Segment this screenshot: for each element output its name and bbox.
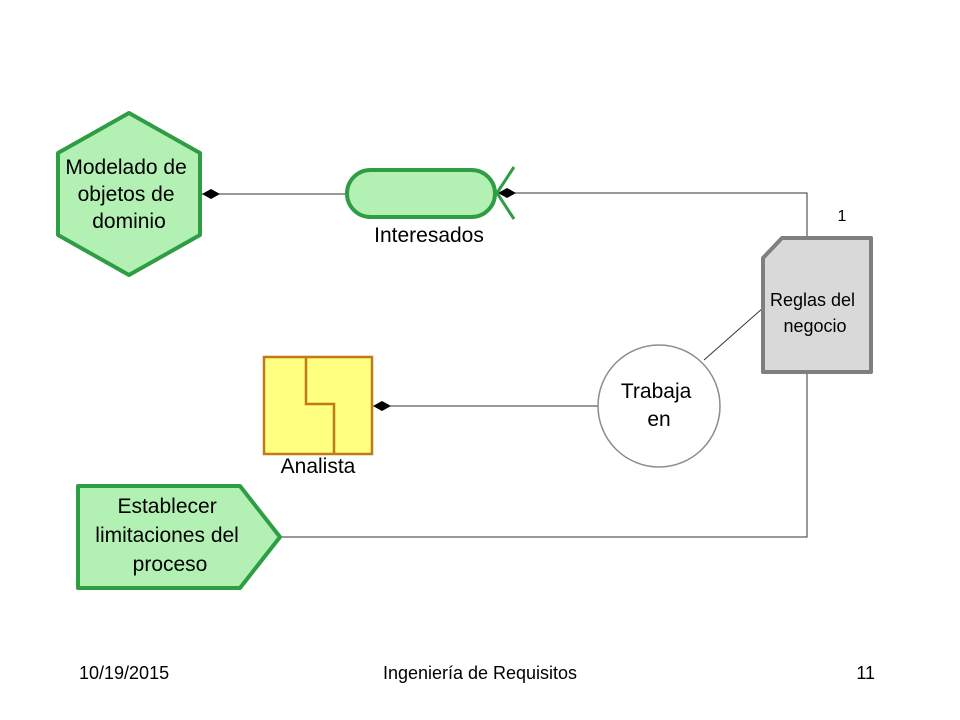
works-in-circle [597, 344, 721, 468]
diamond-marker-stakeholders [498, 188, 516, 198]
business-rules-multiplicity: 1 [838, 208, 847, 225]
domain-modeling-line-2: objetos de [78, 183, 175, 206]
business-rules-shape [761, 236, 873, 374]
stakeholders-crowfoot [495, 166, 516, 220]
stakeholders-node[interactable]: Interesados [345, 166, 516, 247]
connectors [202, 192, 808, 538]
business-rules-node[interactable]: 1 Reglas del negocio [761, 208, 873, 374]
connector-stakeholders-rules [496, 192, 808, 238]
process-constraints-label: Establecer limitaciones del proceso [95, 495, 244, 576]
domain-modeling-node[interactable]: Modelado de objetos de dominio [56, 111, 202, 277]
process-constraints-line-2: limitaciones del [95, 524, 239, 547]
footer-page-number: 11 [856, 663, 875, 683]
process-constraints-line-3: proceso [133, 553, 208, 576]
process-constraints-line-1: Establecer [117, 495, 216, 518]
analyst-node[interactable]: Analista [262, 355, 374, 478]
stakeholders-label: Interesados [374, 224, 484, 247]
business-rules-line-2: negocio [783, 316, 846, 336]
domain-modeling-line-1: Modelado de [65, 156, 186, 179]
stakeholders-pill [345, 168, 497, 219]
analyst-inner-shape [304, 357, 336, 454]
works-in-line-1: Trabaja [621, 380, 692, 403]
works-in-line-2: en [647, 408, 670, 431]
process-constraints-node[interactable]: Establecer limitaciones del proceso [76, 484, 282, 590]
connector-works-in-rules [703, 307, 764, 361]
footer-title: Ingeniería de Requisitos [382, 663, 578, 683]
diamond-marker-analyst [373, 401, 391, 411]
works-in-node[interactable]: Trabaja en [597, 344, 721, 468]
analyst-label: Analista [281, 455, 356, 478]
connector-rules-constraints [282, 373, 808, 538]
domain-modeling-line-3: dominio [92, 210, 166, 233]
diamond-marker-domain [202, 189, 220, 199]
domain-modeling-hexagon [56, 111, 202, 277]
business-rules-label: Reglas del negocio [770, 290, 860, 336]
footer-date: 10/19/2015 [79, 663, 170, 683]
analyst-box [262, 355, 374, 456]
works-in-label: Trabaja en [621, 380, 697, 431]
process-constraints-shape [76, 484, 282, 590]
business-rules-line-1: Reglas del [770, 290, 855, 310]
domain-modeling-label: Modelado de objetos de dominio [65, 156, 192, 233]
